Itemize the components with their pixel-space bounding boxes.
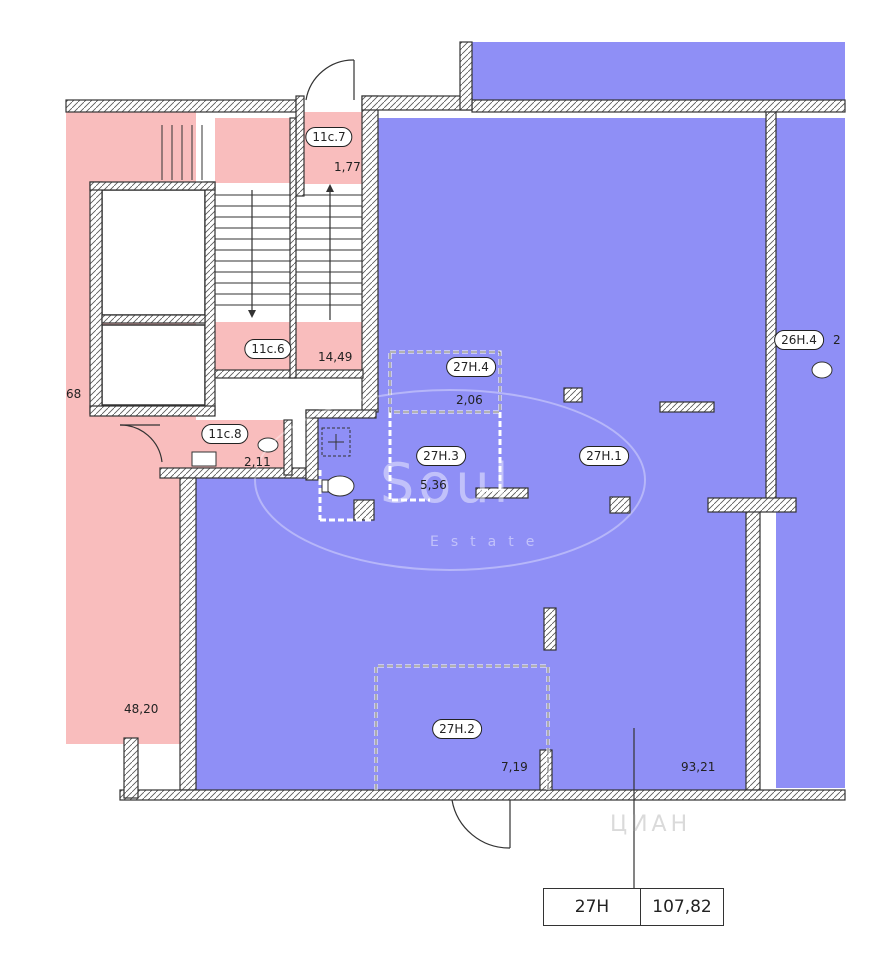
watermark-secondary: ЦИАН [610, 812, 692, 837]
room-label-11c7: 11с.7 [305, 127, 353, 147]
sink-icon [321, 427, 351, 457]
premises-27h [196, 42, 845, 790]
common-area-stair-top [215, 118, 290, 183]
premises-top-strip [470, 42, 845, 100]
room-label-27h2: 27Н.2 [432, 719, 482, 739]
room-area-11c6: 14,49 [318, 350, 353, 364]
legend-total-area: 107,82 [640, 888, 724, 926]
toilet-icon [321, 475, 355, 497]
watermark-logo [254, 389, 646, 571]
room-area-27h4: 2,06 [456, 393, 483, 407]
elevator-shaft-2 [101, 324, 206, 406]
common-area-11c7 [296, 112, 364, 184]
arrow-down-icon [248, 310, 256, 318]
area-main: 93,21 [681, 760, 716, 774]
room-label-27h3: 27Н.3 [416, 446, 466, 466]
room-label-26h4: 26Н.4 [774, 330, 824, 350]
walls [65, 41, 846, 801]
room-area-11c8: 2,11 [244, 455, 271, 469]
room-label-27h1: 27Н.1 [579, 446, 629, 466]
watermark-sub: Estate [430, 534, 547, 550]
area-left-big: 48,20 [124, 702, 159, 716]
premises-27h-fill [196, 118, 766, 790]
legend-unit: 27Н [543, 888, 641, 926]
stair-steps [161, 125, 362, 306]
room-label-11c6: 11с.6 [244, 339, 292, 359]
arrow-up-icon [326, 184, 334, 192]
premises-26h-fill [776, 118, 845, 788]
elevator-shaft-1 [101, 189, 206, 316]
washbasin-icon [191, 451, 217, 467]
area-left-partial: 68 [66, 387, 82, 401]
partition-outlines [375, 351, 549, 790]
room-label-11c8: 11с.8 [201, 424, 249, 444]
toilet-icon-11c8 [257, 437, 279, 453]
doors [119, 59, 511, 849]
stair-shafts [101, 125, 362, 406]
room-area-27h3: 5,36 [420, 478, 447, 492]
room-area-27h2: 7,19 [501, 760, 528, 774]
room-label-27h4: 27Н.4 [446, 357, 496, 377]
toilet-icon-26h4 [811, 361, 833, 379]
room-area-11c7: 1,77 [334, 160, 361, 174]
room-area-26h4: 2 [833, 333, 841, 347]
